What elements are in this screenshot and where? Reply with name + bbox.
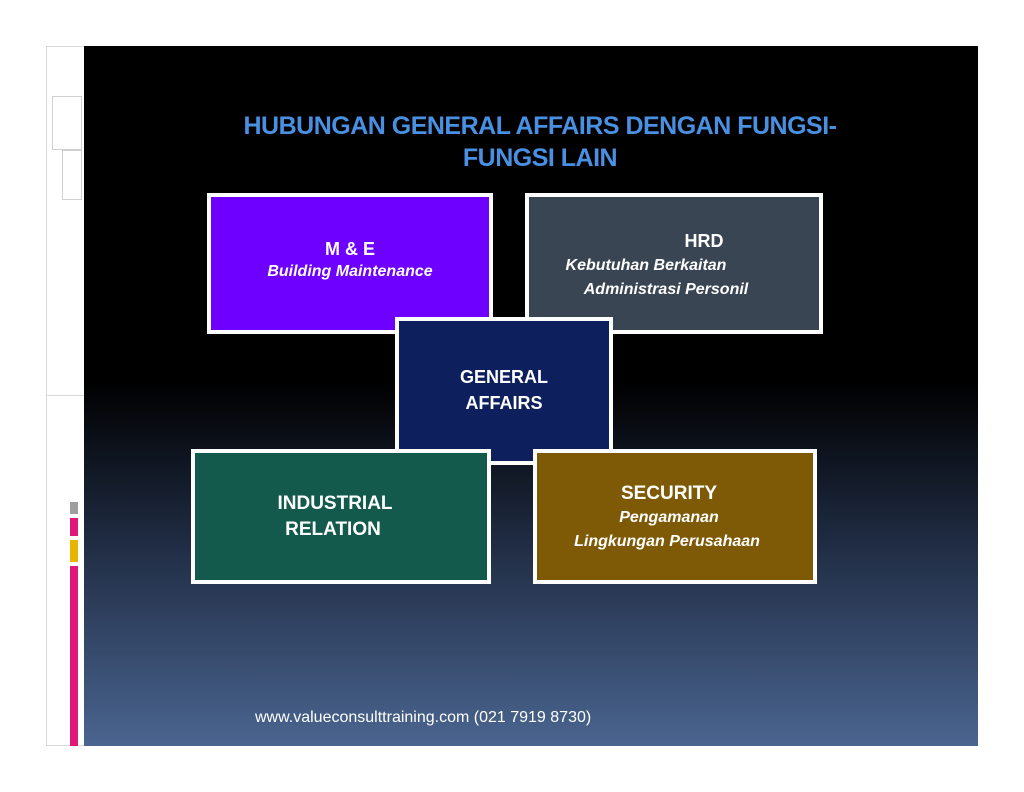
ir-line-1: INDUSTRIAL [277, 493, 393, 514]
hrd-subtitle-1: Kebutuhan Berkaitan [565, 257, 727, 274]
ga-line-2: AFFAIRS [465, 393, 543, 413]
title-line-1: HUBUNGAN GENERAL AFFAIRS DENGAN FUNGSI- [243, 112, 837, 140]
me-subtitle: Building Maintenance [267, 263, 433, 280]
sec-heading: SECURITY [620, 483, 718, 504]
me-heading: M & E [324, 239, 375, 259]
box-general-affairs: GENERAL AFFAIRS [395, 317, 613, 465]
decor-square-gray [70, 502, 78, 514]
slide-title: HUBUNGAN GENERAL AFFAIRS DENGAN FUNGSI- … [170, 110, 910, 174]
decor-bar-pink [70, 566, 78, 746]
footer-contact: www.valueconsulttraining.com (021 7919 8… [255, 709, 592, 726]
sec-subtitle-1: Pengamanan [619, 509, 719, 526]
box-security: SECURITY Pengamanan Lingkungan Perusahaa… [533, 449, 817, 584]
box-industrial-relation: INDUSTRIAL RELATION [191, 449, 491, 584]
box-hrd: HRD Kebutuhan Berkaitan Administrasi Per… [525, 193, 823, 334]
ga-line-1: GENERAL [459, 367, 548, 387]
sec-subtitle-2: Lingkungan Perusahaan [574, 533, 760, 550]
decor-square [62, 150, 82, 200]
frame-left-line [46, 46, 47, 746]
decor-square-yellow [70, 540, 78, 562]
title-line-2: FUNGSI LAIN [462, 144, 618, 172]
ir-line-2: RELATION [285, 519, 381, 540]
decor-square [52, 96, 82, 150]
box-me: M & E Building Maintenance [207, 193, 493, 334]
hrd-heading: HRD [684, 231, 724, 251]
hrd-subtitle-2: Administrasi Personil [583, 281, 749, 298]
decor-square-pink [70, 518, 78, 536]
